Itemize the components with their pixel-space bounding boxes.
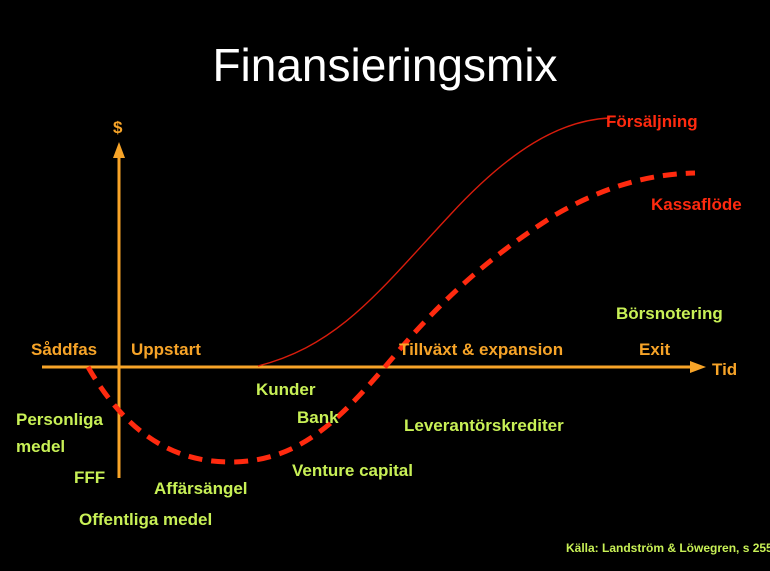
source-vc: Venture capital: [292, 461, 413, 480]
source-angel: Affärsängel: [154, 479, 248, 498]
citation: Källa: Landström & Löwegren, s 255: [566, 541, 770, 555]
x-axis-arrowhead: [690, 361, 706, 373]
source-bank: Bank: [297, 408, 339, 427]
phase-exit: Exit: [639, 340, 671, 359]
phase-startup: Uppstart: [131, 340, 201, 359]
cashflow-curve: [85, 170, 696, 465]
source-fff: FFF: [74, 468, 106, 487]
phase-seed: Såddfas: [31, 340, 98, 359]
source-personal-line1: Personliga: [16, 410, 103, 429]
y-axis-arrowhead: [113, 142, 125, 158]
source-ipo: Börsnotering: [616, 304, 723, 323]
source-public: Offentliga medel: [79, 510, 213, 529]
source-supplier: Leverantörskrediter: [404, 416, 564, 435]
source-customers: Kunder: [256, 380, 316, 399]
cashflow-label: Kassaflöde: [651, 195, 742, 214]
page-title: Finansieringsmix: [212, 39, 558, 91]
phase-growth: Tillväxt & expansion: [399, 340, 564, 359]
y-axis-label: $: [113, 118, 123, 137]
x-axis-label: Tid: [712, 360, 738, 379]
source-personal-line2: medel: [16, 437, 66, 456]
sales-curve: [257, 117, 611, 367]
sales-label: Försäljning: [606, 112, 698, 131]
